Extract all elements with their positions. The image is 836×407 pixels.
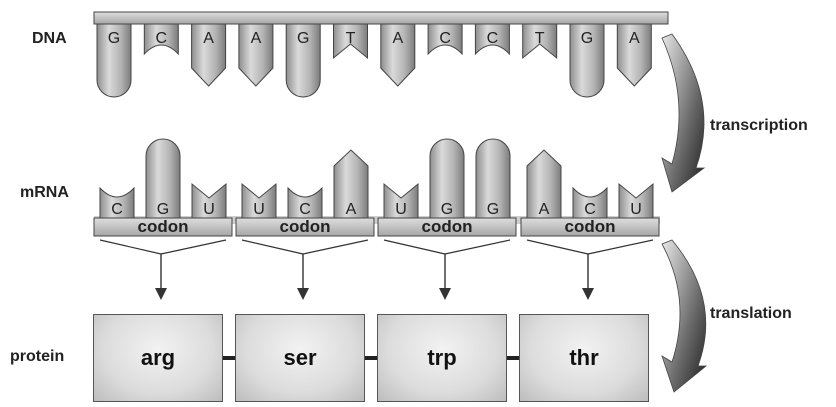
nucleotide-shape: [96, 19, 132, 98]
codon-label: codon: [565, 217, 616, 236]
codon-to-amino-acid-arrow: [526, 239, 654, 300]
dna-backbone: [93, 11, 669, 25]
transcription-arrow: [661, 33, 706, 193]
mrna-base-letter: C: [111, 201, 123, 218]
translation-label: translation: [710, 305, 792, 322]
mrna-base-letter: A: [539, 201, 550, 218]
mrna-base-letter: U: [253, 201, 265, 218]
nucleotide-shape: [285, 19, 321, 98]
mrna-base-letter: U: [203, 201, 215, 218]
codon-backbone: [377, 217, 517, 237]
peptide-bond: [507, 356, 519, 360]
dna-base-letter: C: [487, 30, 499, 47]
dna-nucleotide: A: [616, 19, 652, 87]
mrna-backbone: [94, 216, 660, 224]
amino-acid-label: thr: [569, 345, 599, 370]
mrna-base-letter: G: [487, 201, 499, 218]
nucleotide-shape: [287, 186, 323, 225]
peptide-bond: [223, 356, 235, 360]
codon-label: codon: [422, 217, 473, 236]
amino-acid-box: thr: [519, 314, 649, 402]
nucleotide-shape: [143, 19, 179, 56]
dna-nucleotide: A: [191, 19, 227, 87]
dna-base-letter: A: [629, 30, 640, 47]
nucleotide-shape: [99, 186, 135, 225]
mrna-base-letter: U: [395, 201, 407, 218]
translation-arrow: [661, 239, 708, 393]
protein-row-label: protein: [10, 348, 65, 365]
dna-nucleotide: T: [522, 19, 558, 60]
dna-nucleotide: G: [569, 19, 605, 98]
amino-acid-box: trp: [377, 314, 507, 402]
dna-base-letter: A: [251, 30, 262, 47]
nucleotide-shape: [429, 138, 465, 225]
dna-nucleotide: G: [285, 19, 321, 98]
codon-label: codon: [280, 217, 331, 236]
dna-nucleotide: C: [474, 19, 510, 56]
nucleotide-shape: [474, 19, 510, 56]
mrna-base-letter: A: [346, 201, 357, 218]
transcription-label: transcription: [710, 117, 808, 134]
dna-nucleotide: C: [427, 19, 463, 56]
amino-acid-box: ser: [235, 314, 365, 402]
dna-row-label: DNA: [32, 30, 67, 47]
codon-to-amino-acid-arrow: [99, 239, 227, 300]
dna-nucleotide: G: [96, 19, 132, 98]
codon-to-amino-acid-arrow: [241, 239, 369, 300]
mrna-base-letter: C: [299, 201, 311, 218]
dna-base-letter: C: [156, 30, 168, 47]
mrna-row-label: mRNA: [20, 184, 69, 201]
dna-nucleotide: A: [380, 19, 416, 87]
mrna-base-letter: C: [584, 201, 596, 218]
dna-base-letter: T: [346, 30, 356, 47]
nucleotide-shape: [569, 19, 605, 98]
dna-nucleotide: A: [238, 19, 274, 87]
amino-acid-label: trp: [427, 345, 457, 370]
dna-base-letter: G: [297, 30, 309, 47]
mrna-base-letter: G: [157, 201, 169, 218]
dna-base-letter: C: [439, 30, 451, 47]
codon-label: codon: [138, 217, 189, 236]
dna-nucleotide: C: [143, 19, 179, 56]
mrna-base-letter: G: [441, 201, 453, 218]
nucleotide-shape: [572, 186, 608, 225]
amino-acid-label: ser: [283, 345, 317, 370]
nucleotide-shape: [145, 138, 181, 225]
amino-acid-box: arg: [93, 314, 223, 402]
codon-backbone: [93, 217, 233, 237]
codon-backbone: [235, 217, 375, 237]
peptide-bond: [365, 356, 377, 360]
codon-backbone: [520, 217, 660, 237]
dna-base-letter: A: [392, 30, 403, 47]
translation-connectors: [99, 239, 654, 300]
nucleotide-shape: [475, 138, 511, 225]
dna-base-letter: G: [581, 30, 593, 47]
dna-base-letter: T: [535, 30, 545, 47]
codon-to-amino-acid-arrow: [383, 239, 511, 300]
dna-base-letter: G: [108, 30, 120, 47]
dna-base-letter: A: [203, 30, 214, 47]
mrna-base-letter: U: [630, 201, 642, 218]
amino-acid-label: arg: [140, 345, 176, 370]
dna-nucleotide: T: [333, 19, 368, 60]
process-arrows: [661, 33, 708, 393]
nucleotide-shape: [427, 19, 463, 56]
